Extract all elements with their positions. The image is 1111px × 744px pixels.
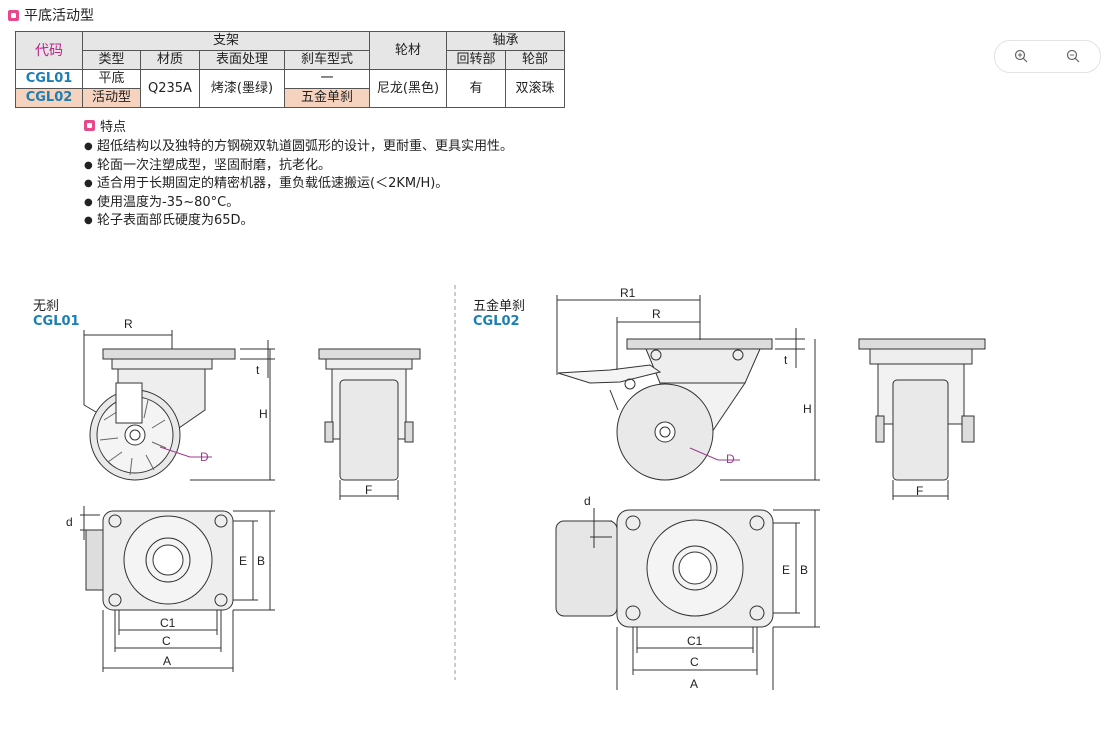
dim-label-d: D [200,450,209,464]
zoom-controls [994,40,1101,73]
dim-label-r1: R1 [620,286,636,300]
caster-side-view-right [557,338,773,481]
dim-label-d-small: d [584,494,591,508]
feature-item: 使用温度为-35~80°C。 [84,194,513,213]
cell-swivel: 有 [446,69,506,108]
page-title: 平底活动型 [8,5,94,25]
caster-front-view-right [858,338,986,481]
page-title-text: 平底活动型 [24,8,94,24]
feature-item: 轮子表面部氏硬度为65D。 [84,212,513,231]
dim-label-r: R [652,307,661,321]
feature-item: 超低结构以及独特的方钢碗双轨道圆弧形的设计，更耐重、更具实用性。 [84,138,513,157]
th-wheelpart: 轮部 [505,50,565,70]
dim-label-t: t [784,353,788,367]
dim-label-c1: C1 [160,616,176,630]
cell-code-2: CGL02 [15,88,83,108]
th-bearing: 轴承 [446,31,565,51]
dim-label-d: D [726,452,735,466]
drawing-label-right: 五金单刹 CGL02 [473,295,525,329]
dim-label-e: E [782,563,790,577]
cell-material: Q235A [140,69,200,108]
caster-top-view-right [555,509,774,628]
square-bullet-icon [84,120,95,131]
drawing-name-right: 五金单刹 [473,299,526,314]
caster-top-view-left [85,510,234,611]
zoom-out-icon[interactable] [1066,49,1080,63]
spec-table: 代码 支架 轮材 轴承 类型 材质 表面处理 刹车型式 回转部 轮部 CGL01… [15,31,565,108]
dim-label-e: E [239,554,247,568]
cell-wheelpart: 双滚珠 [505,69,565,108]
th-material: 材质 [140,50,200,70]
dim-label-r: R [124,317,133,331]
feature-item: 适合用于长期固定的精密机器，重负载低速搬运(＜2KM/H)。 [84,175,513,194]
dim-label-f: F [365,483,372,497]
dim-label-f: F [916,484,923,498]
dim-label-c: C [690,655,699,669]
feature-item: 轮面一次注塑成型，坚固耐磨，抗老化。 [84,157,513,176]
drawing-label-left: 无刹 CGL01 [33,295,80,329]
cell-brake-2: 五金单刹 [284,88,370,108]
dim-label-h: H [259,407,268,421]
features-section: 特点 超低结构以及独特的方钢碗双轨道圆弧形的设计，更耐重、更具实用性。 轮面一次… [84,116,513,231]
dim-label-a: A [690,677,698,691]
cell-type-2: 活动型 [82,88,141,108]
cell-code-1: CGL01 [15,69,83,89]
zoom-in-icon[interactable] [1014,49,1028,63]
drawing-name-left: 无刹 [33,299,60,314]
features-heading: 特点 [100,120,127,135]
dim-label-h: H [803,402,812,416]
drawing-code-right: CGL02 [473,314,520,329]
th-swivel: 回转部 [446,50,506,70]
cell-surface: 烤漆(墨绿) [199,69,285,108]
cell-wheel: 尼龙(黑色) [369,69,447,108]
th-code: 代码 [15,31,83,70]
features-list: 超低结构以及独特的方钢碗双轨道圆弧形的设计，更耐重、更具实用性。 轮面一次注塑成… [84,138,513,231]
cell-type-1: 平底 [82,69,141,89]
th-brake: 刹车型式 [284,50,370,70]
dim-label-b: B [800,563,808,577]
dim-label-c1: C1 [687,634,703,648]
dim-label-a: A [163,654,171,668]
dim-label-d-small: d [66,515,73,529]
th-surface: 表面处理 [199,50,285,70]
caster-side-view-left [83,348,236,481]
caster-front-view-left [318,348,421,481]
th-wheel: 轮材 [369,31,447,70]
dim-label-c: C [162,634,171,648]
dim-label-b: B [257,554,265,568]
th-type: 类型 [82,50,141,70]
dim-label-t: t [256,363,260,377]
drawing-code-left: CGL01 [33,314,80,329]
square-bullet-icon [8,9,19,21]
